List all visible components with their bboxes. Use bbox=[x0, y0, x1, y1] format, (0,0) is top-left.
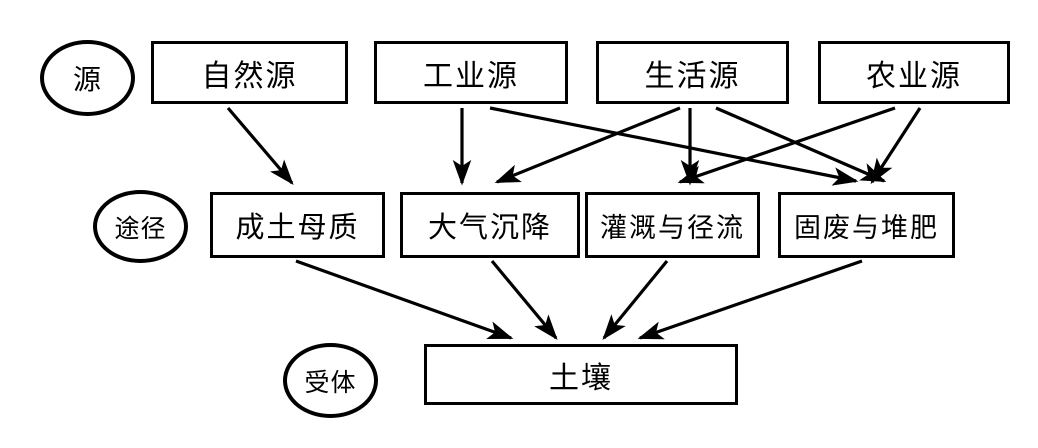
pathway-node-atmospheric-deposition-label: 大气沉降 bbox=[427, 210, 552, 244]
source-node-domestic-label: 生活源 bbox=[644, 58, 741, 94]
layer-circle-source[interactable]: 源 bbox=[40, 40, 135, 116]
edge-domestic-to-solidwaste bbox=[715, 106, 887, 183]
edge-atmospheric-to-soil bbox=[490, 259, 558, 340]
edge-parent-material-to-soil bbox=[295, 259, 514, 340]
edge-industrial-to-solidwaste bbox=[489, 106, 859, 186]
layer-circle-pathway[interactable]: 途径 bbox=[93, 190, 188, 263]
layer-circle-source-label: 源 bbox=[72, 63, 102, 96]
pathway-node-solid-waste-compost[interactable]: 固废与堆肥 bbox=[778, 192, 955, 258]
edge-domestic-to-atmospheric bbox=[494, 106, 681, 184]
source-node-agricultural[interactable]: 农业源 bbox=[818, 41, 1010, 104]
edge-agricultural-to-solidwaste bbox=[870, 107, 922, 185]
pathway-node-parent-material-label: 成土母质 bbox=[235, 210, 360, 244]
source-node-domestic[interactable]: 生活源 bbox=[596, 41, 789, 104]
receptor-node-soil[interactable]: 土壤 bbox=[424, 344, 738, 405]
source-node-industrial[interactable]: 工业源 bbox=[374, 41, 568, 104]
edge-solidwaste-to-soil bbox=[637, 259, 863, 340]
pathway-node-irrigation-runoff-label: 灌溉与径流 bbox=[600, 212, 745, 244]
source-node-natural-label: 自然源 bbox=[201, 58, 298, 94]
layer-circle-receptor-label: 受体 bbox=[304, 367, 357, 397]
pathway-node-solid-waste-compost-label: 固废与堆肥 bbox=[794, 212, 939, 244]
source-node-agricultural-label: 农业源 bbox=[866, 58, 962, 94]
receptor-node-soil-label: 土壤 bbox=[549, 360, 613, 396]
layer-circle-receptor[interactable]: 受体 bbox=[283, 343, 378, 418]
layer-circle-pathway-label: 途径 bbox=[114, 213, 167, 243]
pathway-node-irrigation-runoff[interactable]: 灌溉与径流 bbox=[585, 192, 760, 258]
edge-irrigation-to-soil bbox=[602, 259, 669, 340]
edge-natural-to-parent-material bbox=[226, 106, 294, 185]
edge-agricultural-to-irrigation bbox=[677, 106, 896, 184]
source-node-industrial-label: 工业源 bbox=[423, 58, 519, 94]
pathway-node-parent-material[interactable]: 成土母质 bbox=[210, 192, 385, 258]
pathway-node-atmospheric-deposition[interactable]: 大气沉降 bbox=[400, 192, 580, 258]
source-node-natural[interactable]: 自然源 bbox=[151, 41, 348, 104]
